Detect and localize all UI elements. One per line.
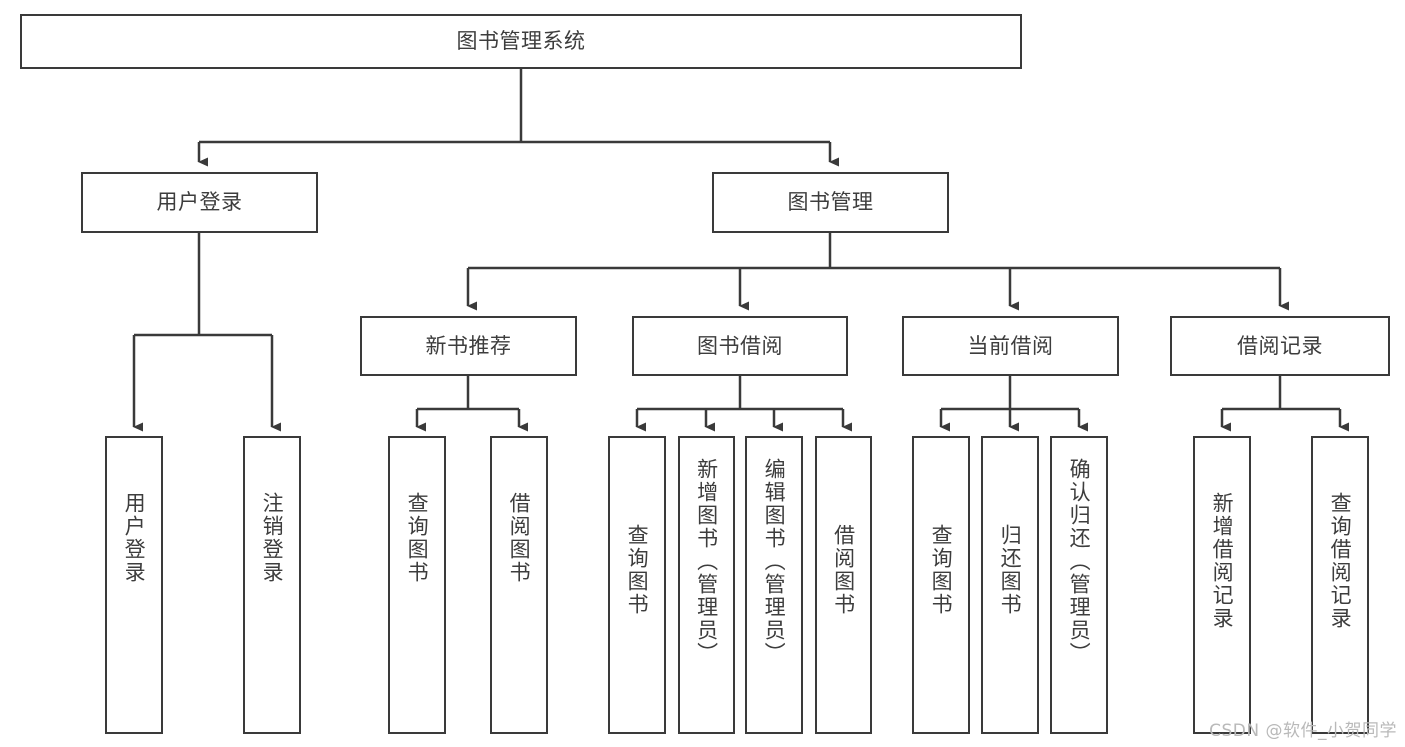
leaf-current-borrow-2[interactable]: 归还图书: [981, 436, 1039, 734]
csdn-watermark: CSDN @软件_小贺同学: [1209, 721, 1397, 741]
node-root-label: 图书管理系统: [456, 29, 586, 54]
leaf-current-borrow-1-label: 查询图书: [929, 524, 954, 616]
node-root[interactable]: 图书管理系统: [20, 14, 1022, 69]
node-current-borrow-label: 当前借阅: [967, 333, 1054, 358]
leaf-borrow-record-1[interactable]: 新增借阅记录: [1193, 436, 1251, 734]
node-user-login-label: 用户登录: [156, 190, 243, 215]
node-borrow-record[interactable]: 借阅记录: [1170, 316, 1390, 376]
leaf-current-borrow-3[interactable]: 确认归还（管理员）: [1050, 436, 1108, 734]
leaf-user-login-1[interactable]: 用户登录: [105, 436, 163, 734]
leaf-current-borrow-1[interactable]: 查询图书: [912, 436, 970, 734]
leaf-book-borrow-2[interactable]: 新增图书（管理员）: [678, 436, 735, 734]
leaf-book-borrow-3-label: 编辑图书（管理员）: [762, 458, 787, 665]
leaf-user-login-2-label: 注销登录: [260, 492, 285, 584]
node-current-borrow[interactable]: 当前借阅: [902, 316, 1119, 376]
leaf-new-book-1-label: 查询图书: [405, 492, 430, 584]
leaf-new-book-2[interactable]: 借阅图书: [490, 436, 548, 734]
leaf-book-borrow-3[interactable]: 编辑图书（管理员）: [745, 436, 803, 734]
node-book-borrow[interactable]: 图书借阅: [632, 316, 848, 376]
node-borrow-record-label: 借阅记录: [1237, 333, 1323, 358]
leaf-user-login-2[interactable]: 注销登录: [243, 436, 301, 734]
node-new-book-recommend-label: 新书推荐: [425, 333, 512, 358]
node-book-management[interactable]: 图书管理: [712, 172, 949, 233]
leaf-book-borrow-4[interactable]: 借阅图书: [815, 436, 872, 734]
node-new-book-recommend[interactable]: 新书推荐: [360, 316, 577, 376]
leaf-user-login-1-label: 用户登录: [122, 492, 147, 584]
leaf-borrow-record-2[interactable]: 查询借阅记录: [1311, 436, 1369, 734]
leaf-current-borrow-2-label: 归还图书: [998, 524, 1023, 616]
leaf-current-borrow-3-label: 确认归还（管理员）: [1067, 458, 1092, 665]
leaf-book-borrow-2-label: 新增图书（管理员）: [694, 458, 719, 665]
leaf-borrow-record-2-label: 查询借阅记录: [1328, 492, 1353, 630]
leaf-borrow-record-1-label: 新增借阅记录: [1210, 492, 1235, 630]
node-book-management-label: 图书管理: [787, 190, 874, 215]
leaf-book-borrow-4-label: 借阅图书: [831, 524, 856, 616]
leaf-new-book-2-label: 借阅图书: [507, 492, 532, 584]
node-book-borrow-label: 图书借阅: [697, 333, 783, 358]
leaf-book-borrow-1-label: 查询图书: [625, 524, 650, 616]
leaf-new-book-1[interactable]: 查询图书: [388, 436, 446, 734]
node-user-login[interactable]: 用户登录: [81, 172, 318, 233]
leaf-book-borrow-1[interactable]: 查询图书: [608, 436, 666, 734]
